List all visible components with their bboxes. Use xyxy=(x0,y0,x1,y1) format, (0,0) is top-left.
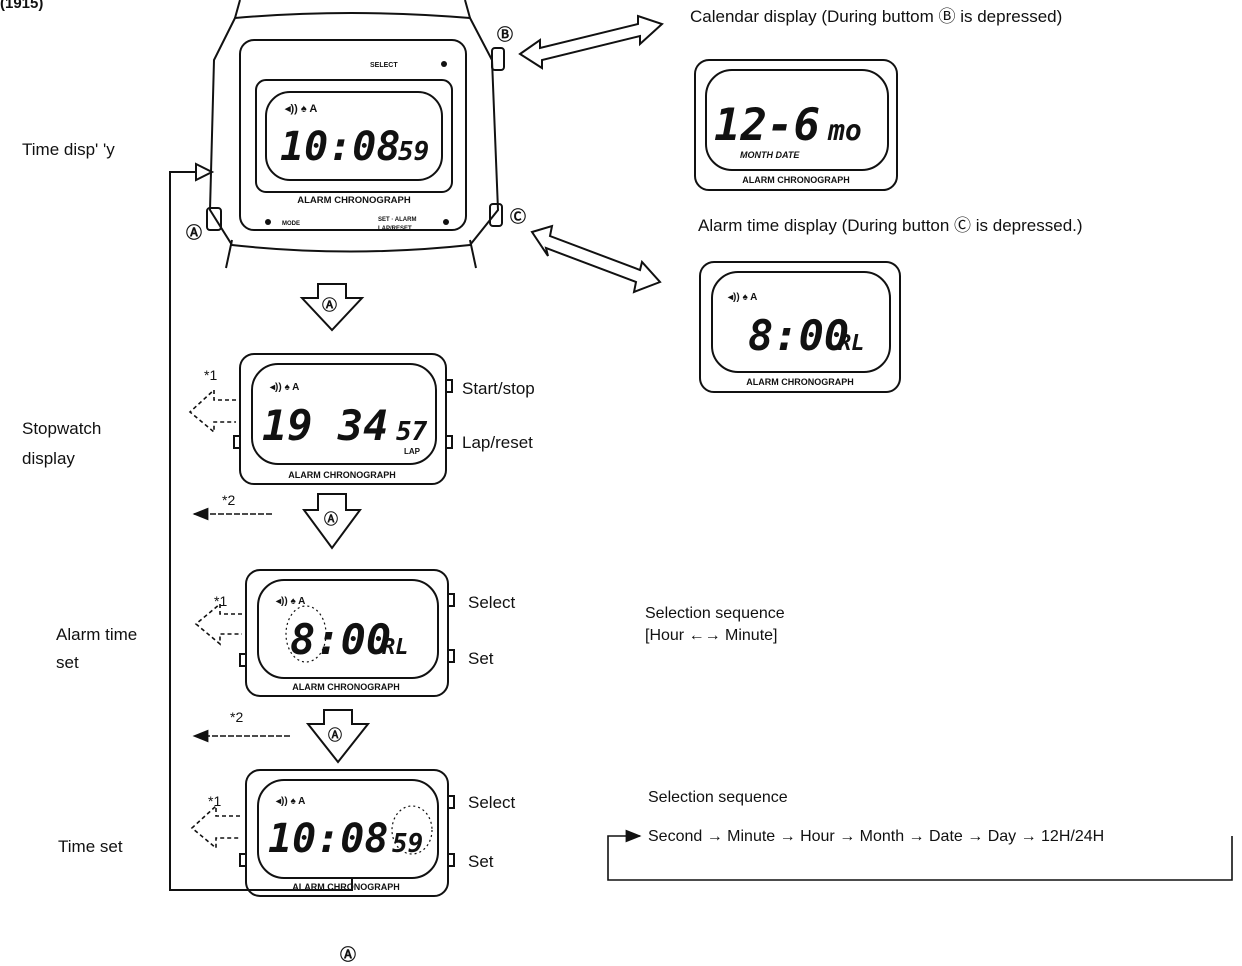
note-1-alarm: *1 xyxy=(214,593,227,609)
calendar-caption: Calendar display (During buttom Ⓑ is dep… xyxy=(690,7,1062,26)
note-1-stopwatch: *1 xyxy=(204,367,217,383)
arrow-2-button-icon: Ⓐ xyxy=(324,511,338,527)
lap-reset-small-label: LAP/RESET xyxy=(378,226,412,232)
time-set-seconds: 59 xyxy=(392,829,423,859)
return-loop-line xyxy=(169,171,353,891)
arrow-3-button-icon: Ⓐ xyxy=(328,727,342,743)
stopwatch-lap: LAP xyxy=(404,447,421,456)
alarm-set-label-2: set xyxy=(56,653,79,672)
lap-reset-label: Lap/reset xyxy=(462,433,533,452)
mode-label: MODE xyxy=(282,221,300,227)
calendar-sub: MONTH DATE xyxy=(740,150,800,160)
calendar-watch xyxy=(694,59,898,191)
note-2-alarm: *2 xyxy=(230,709,243,725)
alarm-set-watch xyxy=(239,569,455,697)
time-set-button-label: Set xyxy=(468,852,494,871)
alarm-display-caption: Alarm time display (During button Ⓒ is d… xyxy=(698,216,1083,235)
select-label: SELECT xyxy=(370,62,398,69)
main-indicator: ◂)) ♠ A xyxy=(284,103,317,115)
down-arrow-3 xyxy=(305,709,371,764)
main-seconds: 59 xyxy=(398,137,429,167)
double-arrow-b xyxy=(518,14,664,70)
time-seq-title: Selection sequence xyxy=(648,789,788,806)
stopwatch-brand: ALARM CHRONOGRAPH xyxy=(288,470,396,480)
alarm-set-main: 8:00 xyxy=(290,615,391,664)
down-arrow-2 xyxy=(302,493,362,550)
set-alarm-label: SET · ALARM xyxy=(378,217,416,223)
main-brand: ALARM CHRONOGRAPH xyxy=(297,195,411,206)
alarm-display-watch xyxy=(699,261,901,393)
time-set-indicator: ◂)) ♠ A xyxy=(275,796,305,807)
dashed-arrow-time xyxy=(190,804,240,850)
time-set-label: Time set xyxy=(58,837,123,856)
time-display-label: Time disp' 'y xyxy=(22,140,115,159)
stopwatch-main: 19 34 xyxy=(262,401,388,450)
calendar-brand: ALARM CHRONOGRAPH xyxy=(742,175,850,185)
stopwatch-label-2: display xyxy=(22,449,75,468)
arrow-1-button-icon: Ⓐ xyxy=(322,296,337,314)
alarm-display-brand: ALARM CHRONOGRAPH xyxy=(746,377,854,387)
alarm-set-brand: ALARM CHRONOGRAPH xyxy=(292,682,400,692)
bottom-button-a-icon: Ⓐ xyxy=(340,945,356,964)
stopwatch-seconds: 57 xyxy=(396,417,428,447)
alarm-set-button-label: Set xyxy=(468,649,494,668)
stopwatch-indicator: ◂)) ♠ A xyxy=(269,382,299,393)
dashed-arrow-stopwatch xyxy=(188,388,236,434)
alarm-display-indicator: ◂)) ♠ A xyxy=(727,292,757,303)
time-set-watch xyxy=(239,769,455,897)
button-b-icon: Ⓑ xyxy=(497,25,513,44)
alarm-set-indicator: ◂)) ♠ A xyxy=(275,596,305,607)
time-set-main: 10:08 xyxy=(268,816,388,862)
alarm-display-main: 8:00 xyxy=(748,311,849,360)
start-stop-label: Start/stop xyxy=(462,379,535,398)
stopwatch-watch xyxy=(233,353,453,485)
time-seq-items: Second → Minute → Hour → Month → Date → … xyxy=(648,828,1104,845)
main-time: 10:08 xyxy=(280,124,400,170)
alarm-seq-title: Selection sequence xyxy=(645,605,785,622)
alarm-set-label-1: Alarm time xyxy=(56,625,137,644)
button-a-icon: Ⓐ xyxy=(186,223,202,242)
calendar-main: 12-6 xyxy=(714,100,820,151)
stopwatch-label-1: Stopwatch xyxy=(22,419,101,438)
main-watch xyxy=(206,0,505,269)
calendar-suffix: mo xyxy=(827,114,862,147)
note-1-time: *1 xyxy=(208,793,221,809)
alarm-display-suffix: RL xyxy=(838,331,865,356)
note-2-stopwatch: *2 xyxy=(222,492,235,508)
corner-label: (1915) xyxy=(0,0,43,12)
double-arrow-c xyxy=(530,224,662,294)
alarm-select-label: Select xyxy=(468,593,516,612)
down-arrow-1 xyxy=(299,283,365,332)
alarm-set-suffix: RL xyxy=(382,635,409,660)
time-set-brand: ALARM CHRONOGRAPH xyxy=(292,882,400,892)
button-c-icon: Ⓒ xyxy=(510,207,526,226)
time-select-label: Select xyxy=(468,793,516,812)
alarm-seq-items: [Hour ←→ Minute] xyxy=(645,627,777,644)
dashed-arrow-alarm xyxy=(194,602,242,646)
time-seq-loop xyxy=(607,829,1233,881)
